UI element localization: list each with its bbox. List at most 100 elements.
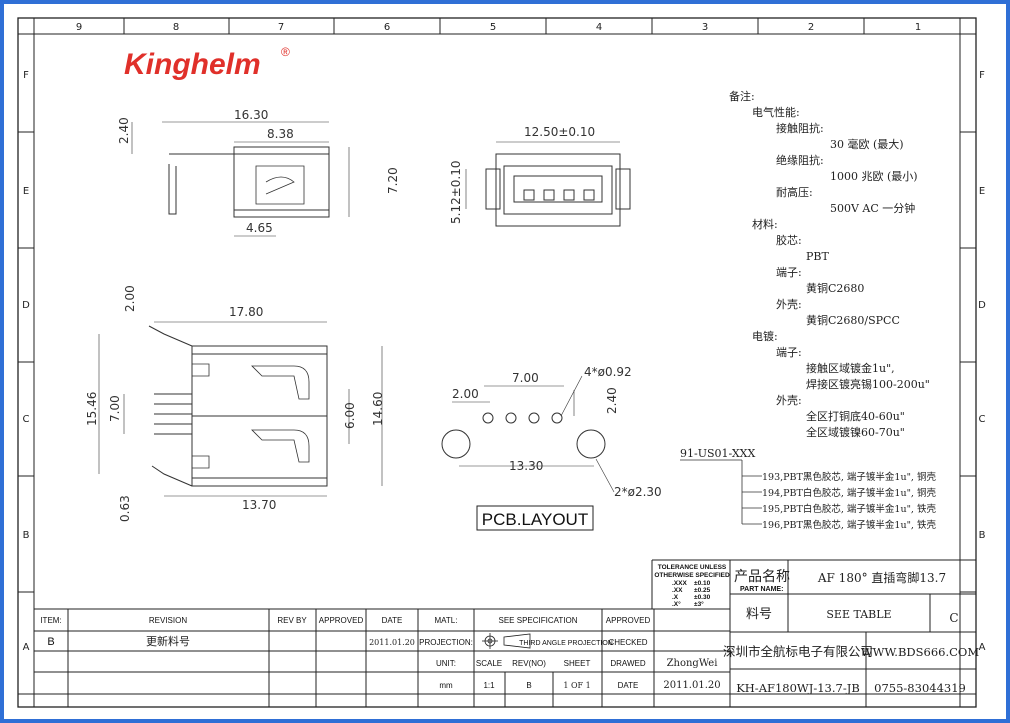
row-label: E xyxy=(23,186,29,197)
dim-top-3: 2.40 xyxy=(117,117,131,144)
col-label: 1 xyxy=(915,22,921,33)
notes-plating-term-v2: 焊接区镀亮锡100-200u" xyxy=(806,377,930,391)
pcb-dim-2: 4*ø0.92 xyxy=(584,365,632,379)
drawn-date: 2011.01.20 xyxy=(663,680,720,691)
h-approved-2: APPROVED xyxy=(606,616,651,625)
dim-top-1: 16.30 xyxy=(234,108,268,122)
variant-item: 194,PBT白色胶芯, 端子镀半金1u", 铜壳 xyxy=(762,487,936,499)
part-no: SEE TABLE xyxy=(826,608,891,621)
notes-shell: 外壳: xyxy=(776,297,802,311)
h-sheet: SHEET xyxy=(564,659,591,668)
h-unit: UNIT: xyxy=(436,659,456,668)
notes-title: 备注: xyxy=(729,89,755,103)
h-date-2: DATE xyxy=(618,681,639,690)
notes-terminal: 端子: xyxy=(776,266,802,279)
dim-side-6: 14.60 xyxy=(371,392,385,426)
revision-text: 更新料号 xyxy=(146,634,190,648)
product-name: AF 180° 直插弯脚13.7 xyxy=(817,570,946,585)
phone-number: 0755-83044319 xyxy=(874,681,966,695)
col-label: 6 xyxy=(384,22,390,33)
col-label: 4 xyxy=(596,22,602,33)
dim-side-8: 13.70 xyxy=(242,498,276,512)
dim-top-2: 8.38 xyxy=(267,127,294,141)
row-label: C xyxy=(23,414,30,425)
notes-material: 材料: xyxy=(752,217,778,231)
row-label: B xyxy=(23,530,30,541)
h-drawed: DRAWED xyxy=(610,659,645,668)
dim-top-4: 7.20 xyxy=(386,167,400,194)
variant-item: 195,PBT白色胶芯, 端子镀半金1u", 铁壳 xyxy=(762,503,936,515)
variant-item: 193,PBT黑色胶芯, 端子镀半金1u", 铜壳 xyxy=(762,471,936,483)
dim-side-4: 7.00 xyxy=(108,395,122,422)
notes-withstand: 耐高压: xyxy=(776,185,813,199)
dim-side-2: 17.80 xyxy=(229,305,263,319)
row-label: D xyxy=(22,300,30,311)
unit-value: mm xyxy=(439,681,453,690)
dim-side-5: 6.00 xyxy=(343,402,357,429)
tol-line-2: OTHERWISE SPECIFIED xyxy=(654,572,730,579)
tol-v4: ±3° xyxy=(694,600,704,608)
part-number: 91-US01-XXX xyxy=(680,447,756,460)
notes-core-val: PBT xyxy=(806,250,829,263)
revision-letter: C xyxy=(949,611,958,625)
revision-date: 2011.01.20 xyxy=(369,638,415,647)
dim-side-1: 2.00 xyxy=(123,285,137,312)
h-date: DATE xyxy=(382,616,403,625)
tol-k2: .XX xyxy=(672,587,683,594)
grid-column-labels: 9 8 7 6 5 4 3 2 1 xyxy=(76,22,921,33)
grid-row-labels: F E D C B A F E D C B A xyxy=(22,70,986,653)
pcb-dim-6: 2*ø2.30 xyxy=(614,485,662,499)
tol-v3: ±0.30 xyxy=(694,594,711,601)
notes-contact-val: 30 毫欧 (最大) xyxy=(830,137,904,151)
notes-plating-shell-v2: 全区域镀镍60-70u" xyxy=(806,425,905,439)
notes-plating-term-v1: 接触区域镀金1u", xyxy=(806,361,895,375)
dim-top-5: 4.65 xyxy=(246,221,273,235)
matl-value: SEE SPECIFICATION xyxy=(499,616,578,625)
dim-side-7: 0.63 xyxy=(118,495,132,522)
revision-item: B xyxy=(47,636,54,648)
col-label: 9 xyxy=(76,22,82,33)
h-approved: APPROVED xyxy=(319,616,364,625)
col-label: 8 xyxy=(173,22,179,33)
registered-mark: ® xyxy=(281,45,290,59)
notes-withstand-val: 500V AC 一分钟 xyxy=(830,201,915,215)
front-view-drawing xyxy=(465,141,631,227)
row-label: A xyxy=(23,642,30,653)
h-projection: PROJECTION: xyxy=(419,638,473,647)
col-label: 2 xyxy=(808,22,814,33)
dim-side-3: 15.46 xyxy=(85,392,99,426)
h-item: ITEM: xyxy=(40,616,61,625)
col-label: 7 xyxy=(278,22,284,33)
col-label: 5 xyxy=(490,22,496,33)
tol-k1: .XXX xyxy=(672,580,687,587)
product-name-label-en: PART NAME: xyxy=(740,586,783,593)
tol-v2: ±0.25 xyxy=(694,587,711,594)
dim-front-2: 5.12±0.10 xyxy=(449,161,463,225)
variant-list: 193,PBT黑色胶芯, 端子镀半金1u", 铜壳 194,PBT白色胶芯, 端… xyxy=(762,471,936,531)
top-view-drawing xyxy=(131,121,350,237)
drawn-by: ZhongWei xyxy=(667,658,718,669)
row-label: E xyxy=(979,186,985,197)
brand-logo: Kinghelm xyxy=(124,48,261,81)
h-revby: REV BY xyxy=(277,616,307,625)
h-rev: REV(NO) xyxy=(512,659,546,668)
notes-plating-shell: 外壳: xyxy=(776,393,802,407)
title-block-grid xyxy=(34,559,976,707)
variant-item: 196,PBT黑色胶芯, 端子镀半金1u", 铁壳 xyxy=(762,519,936,531)
notes-shell-val: 黄铜C2680/SPCC xyxy=(806,313,900,327)
pcb-layout-label-box xyxy=(476,505,594,531)
pcb-layout-drawing xyxy=(441,375,615,493)
drawing-number: KH-AF180WJ-13.7-JB xyxy=(736,681,860,695)
row-label: D xyxy=(978,300,986,311)
dim-front-1: 12.50±0.10 xyxy=(524,125,595,139)
company-name: 深圳市全航标电子有限公司 xyxy=(723,644,873,659)
h-scale: SCALE xyxy=(476,659,502,668)
tol-k3: .X xyxy=(672,594,679,601)
revision-table: ITEM: REVISION REV BY APPROVED DATE MATL… xyxy=(40,616,720,691)
notes-plating-shell-v1: 全区打铜底40-60u" xyxy=(806,409,905,423)
row-label: B xyxy=(979,530,986,541)
scale-value: 1:1 xyxy=(483,681,495,690)
h-checked: CHECKED xyxy=(608,638,647,647)
notes-plating-term: 端子: xyxy=(776,346,802,359)
tolerance-block: TOLERANCE UNLESS OTHERWISE SPECIFIED .XX… xyxy=(654,564,730,608)
